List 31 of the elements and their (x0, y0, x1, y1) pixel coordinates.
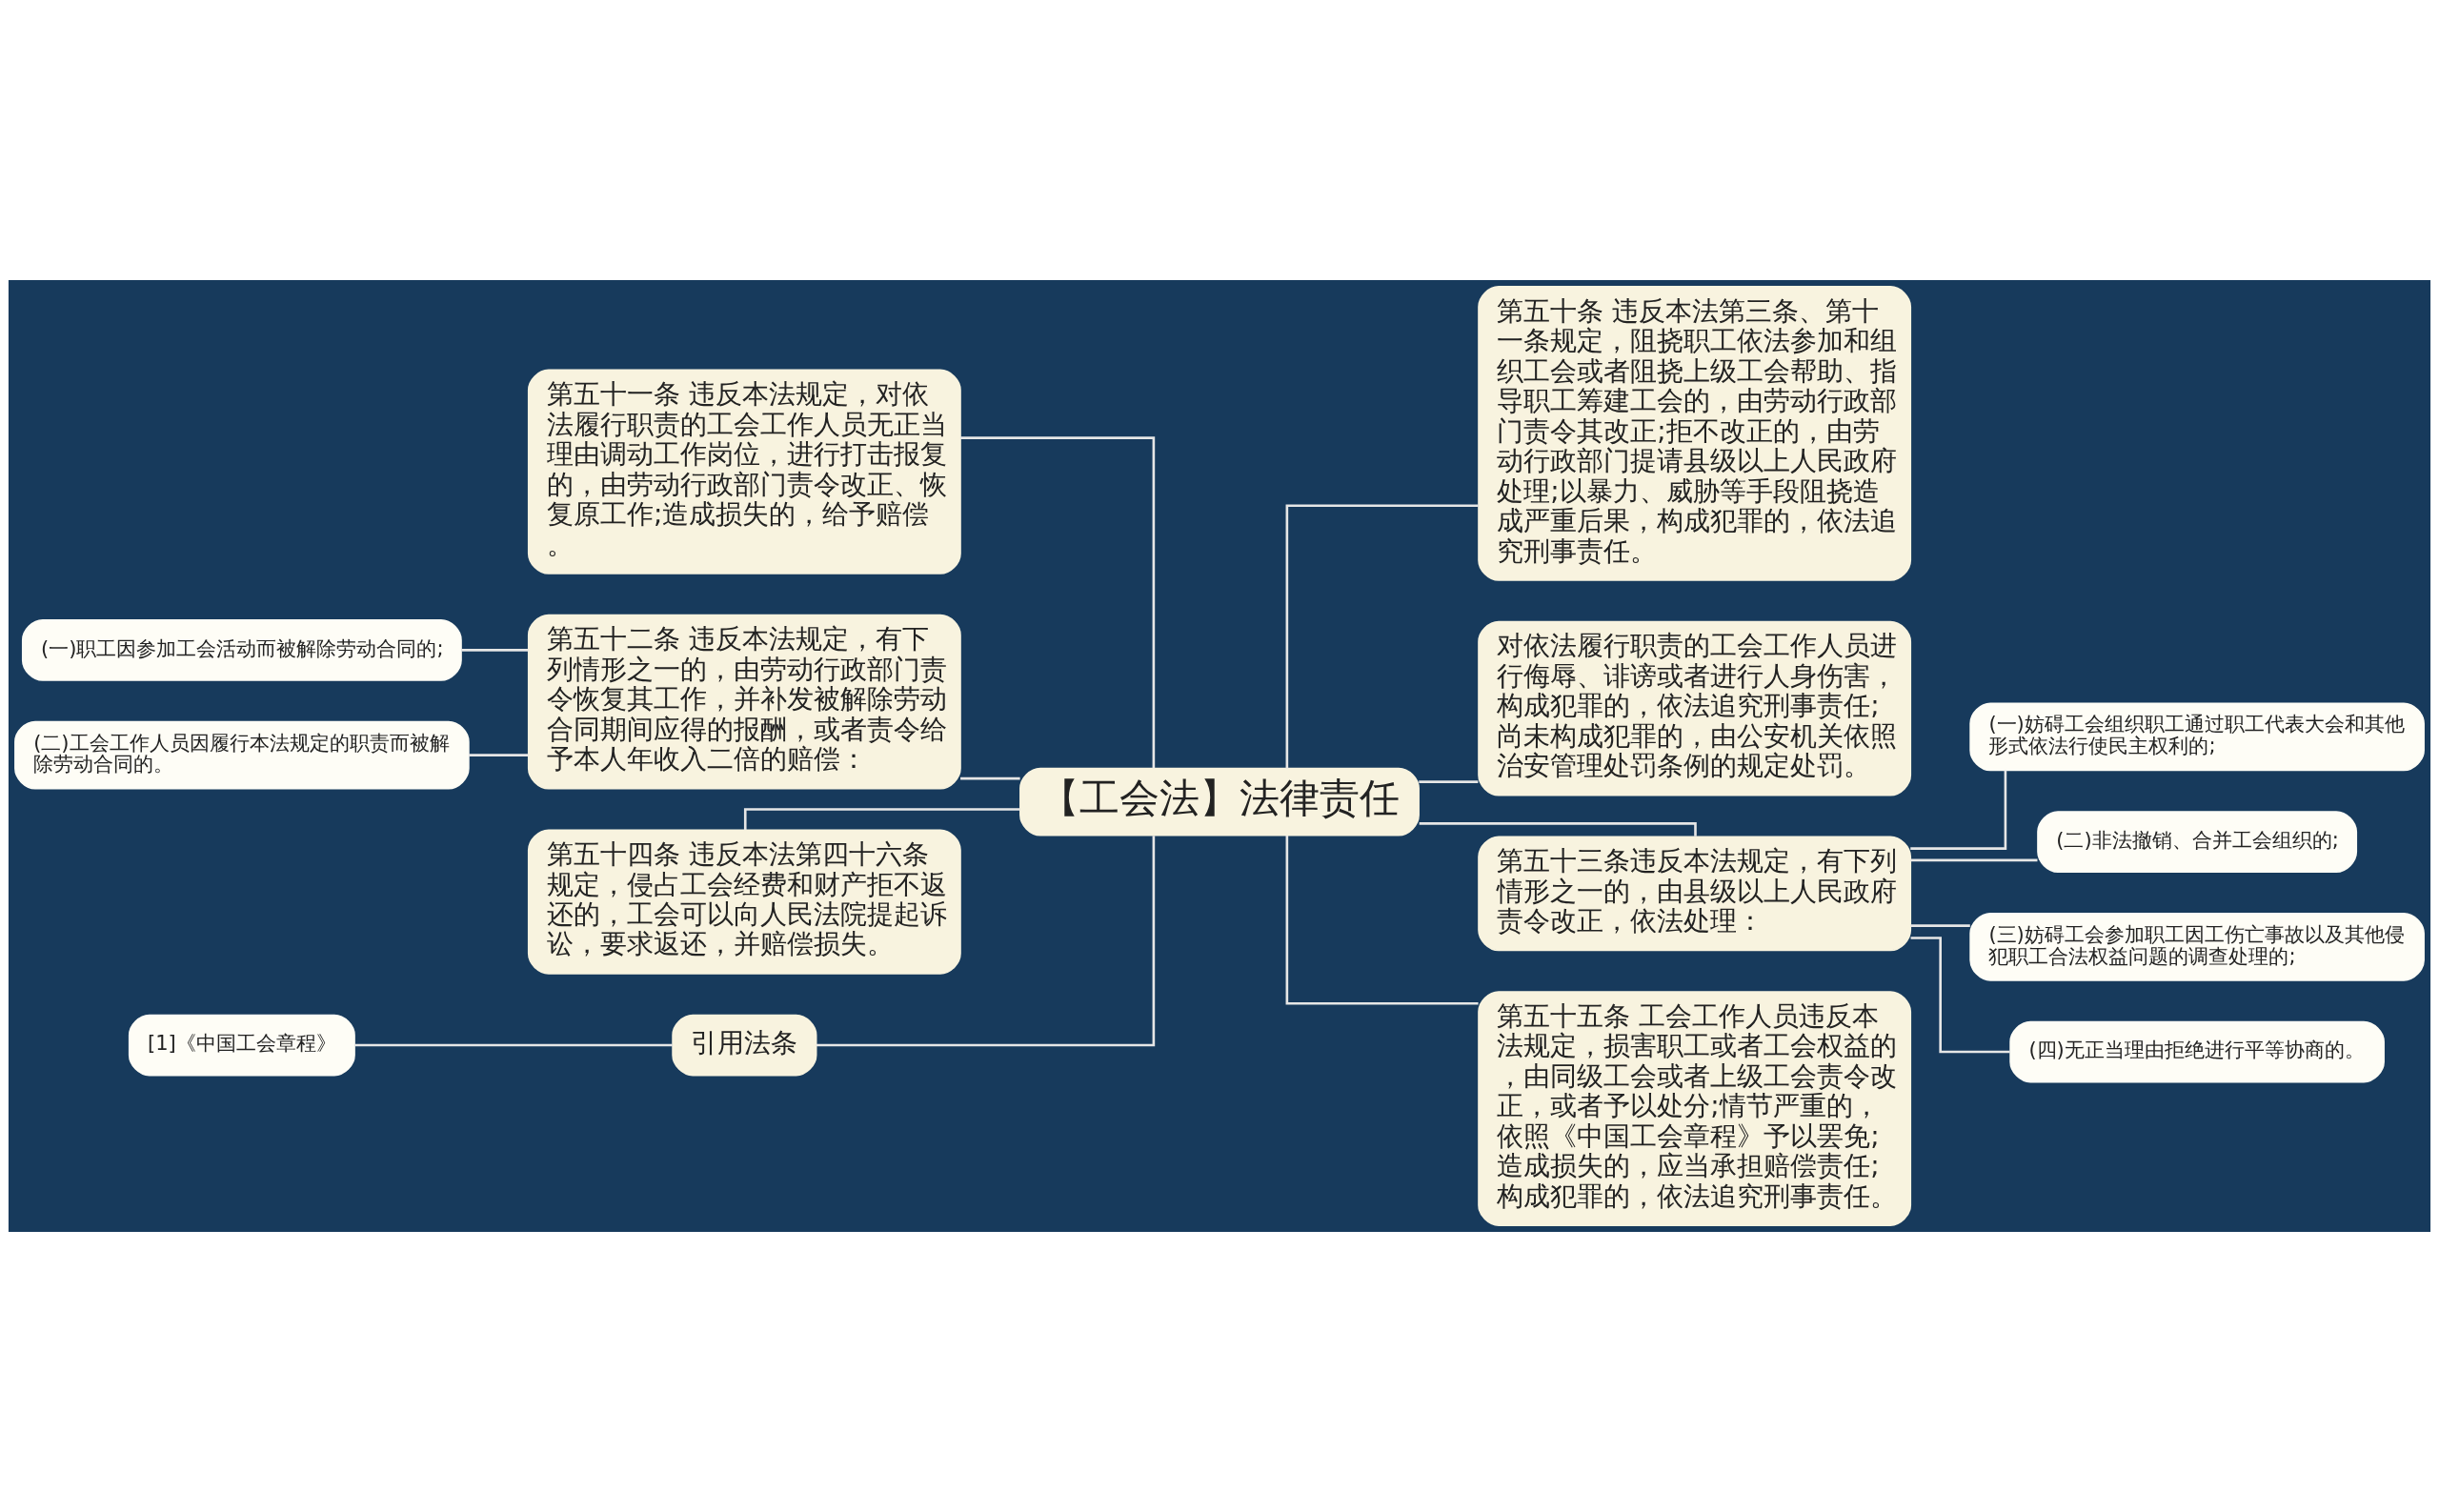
node-box: (二)工会工作人员因履行本法规定的职责而被解除劳动合同的。 (14, 720, 470, 790)
connector (1419, 780, 1479, 783)
connector (1419, 822, 1697, 837)
node-box: 第五十一条 违反本法规定，对依法履行职责的工会工作人员无正当理由调动工作岗位，进行打击报复的，由劳动行政部门责令改正、恢复原工作;造成损失的，给予赔偿。 (527, 369, 961, 575)
connector (816, 836, 1156, 1047)
node-box: 引用法条 (672, 1014, 817, 1077)
node-box: 第五十条 违反本法第三条、第十一条规定，阻挠职工依法参加和组织工会或者阻挠上级工会帮助、指导职工筹建工会的，由劳动行政部门责令其改正;拒不改正的，由劳动行政部门提请县级以上人民政府处理;以暴力、威胁等手段阻挠造成严重后果，构成犯罪的，依法追究刑事责任。 (1478, 286, 1912, 581)
node-box: (三)妨碍工会参加职工因工伤亡事故以及其他侵犯职工合法权益问题的调查处理的; (1969, 912, 2425, 981)
node-box: (四)无正当理由拒绝进行平等协商的。 (2009, 1020, 2385, 1083)
connector (461, 649, 529, 652)
connector (960, 776, 1020, 780)
node-box: [1]《中国工会章程》 (128, 1014, 355, 1077)
node-box: 【工会法】法律责任 (1019, 767, 1420, 837)
connector (743, 808, 1020, 831)
node-box: (一)妨碍工会组织职工通过职工代表大会和其他形式依法行使民主权利的; (1969, 702, 2425, 772)
connector (1285, 504, 1479, 769)
connector (1910, 858, 2038, 862)
node-box: 第五十二条 违反本法规定，有下列情形之一的，由劳动行政部门责令恢复其工作，并补发被解除劳动合同期间应得的报酬，或者责令给予本人年收入二倍的赔偿： (527, 614, 961, 790)
connector (1910, 937, 2010, 1054)
node-box: 第五十三条违反本法规定，有下列情形之一的，由县级以上人民政府责令改正，依法处理： (1478, 836, 1912, 952)
node-box: 第五十四条 违反本法第四十六条规定，侵占工会经费和财产拒不返还的，工会可以向人民法院提起诉讼，要求返还，并赔偿损失。 (527, 829, 961, 975)
node-box: 第五十五条 工会工作人员违反本法规定，损害职工或者工会权益的，由同级工会或者上级工会责令改正，或者予以处分;情节严重的，依照《中国工会章程》予以罢免;造成损失的，应当承担赔偿责任;构成犯罪的，依法追究刑事责任。 (1478, 991, 1912, 1226)
connector (354, 1043, 673, 1047)
node-box: (一)职工因参加工会活动而被解除劳动合同的; (21, 619, 462, 681)
node-box: (二)非法撤销、合并工会组织的; (2037, 811, 2358, 873)
connector (1285, 836, 1479, 1005)
connector (469, 754, 529, 756)
node-box: 对依法履行职责的工会工作人员进行侮辱、诽谤或者进行人身伤害，构成犯罪的，依法追究刑事责任;尚未构成犯罪的，由公安机关依照治安管理处罚条例的规定处罚。 (1478, 620, 1912, 796)
connector (960, 436, 1156, 769)
connector (1910, 924, 1970, 927)
connector (1910, 770, 2007, 850)
